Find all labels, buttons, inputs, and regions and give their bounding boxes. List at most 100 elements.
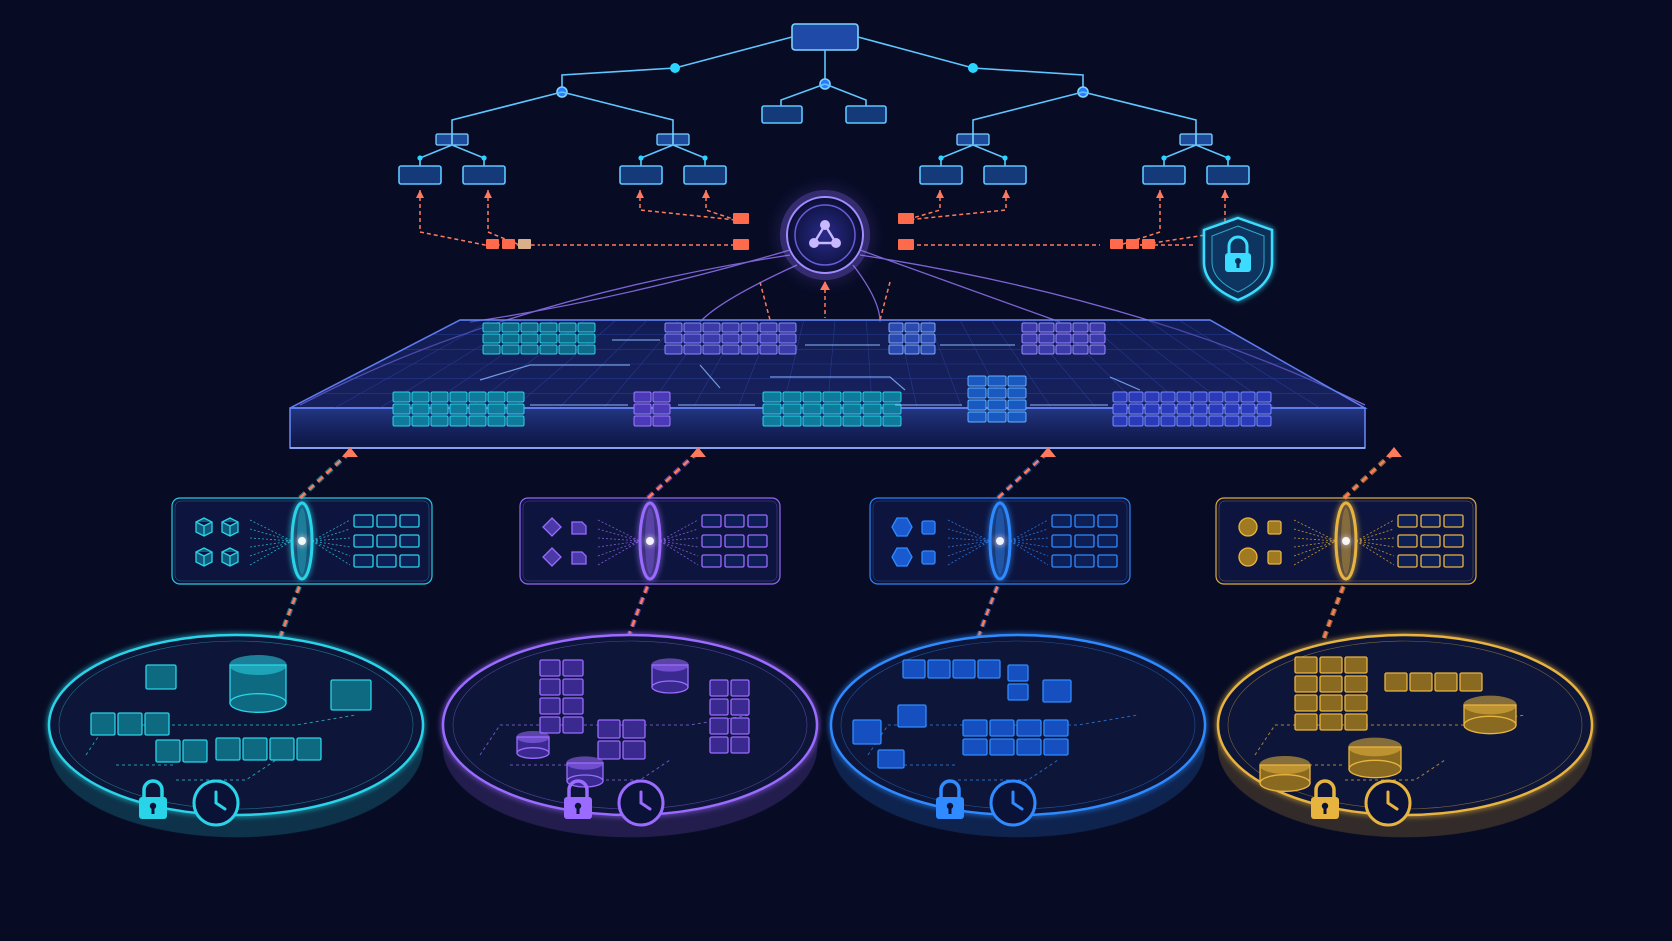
- tree-leaf[interactable]: [619, 165, 663, 185]
- data-block: [802, 391, 822, 403]
- data-block: [539, 333, 558, 344]
- data-block: [740, 344, 759, 355]
- source-blue[interactable]: [829, 633, 1207, 838]
- source-teal[interactable]: [47, 633, 425, 838]
- grid-icon: [1051, 514, 1118, 568]
- grid-cell: [1443, 514, 1464, 528]
- data-block: [904, 322, 920, 333]
- tree-leaf[interactable]: [398, 165, 442, 185]
- tree-leaf[interactable]: [761, 105, 803, 124]
- block: [709, 717, 729, 735]
- stream-line: [1355, 540, 1395, 557]
- block: [1007, 664, 1029, 682]
- stream-line: [249, 537, 293, 542]
- tree-leaf[interactable]: [683, 165, 727, 185]
- data-block: [1144, 403, 1160, 415]
- data-block: [1160, 415, 1176, 427]
- stream-line: [1355, 540, 1395, 566]
- data-cluster[interactable]: [1112, 391, 1272, 427]
- lens-spark: [646, 537, 654, 545]
- data-block: [487, 403, 506, 415]
- block: [1409, 672, 1433, 692]
- data-block: [482, 333, 501, 344]
- data-block: [392, 403, 411, 415]
- ingest-link: [1343, 451, 1395, 499]
- data-block: [487, 391, 506, 403]
- grid-cell: [701, 534, 722, 548]
- stream-line: [249, 540, 293, 548]
- block: [1016, 738, 1042, 756]
- data-block: [577, 322, 596, 333]
- data-block: [702, 333, 721, 344]
- data-cluster[interactable]: [888, 322, 936, 355]
- stream-line: [311, 528, 351, 542]
- tree-link: [940, 144, 1006, 166]
- grid-cell: [747, 514, 768, 528]
- lens-ring: [988, 501, 1012, 581]
- hub-node[interactable]: [780, 190, 870, 280]
- grid-cell: [1097, 554, 1118, 568]
- lock-shackle: [1314, 779, 1336, 797]
- table-blocks: [155, 739, 208, 763]
- tree-leaf[interactable]: [983, 165, 1027, 185]
- data-cluster[interactable]: [633, 391, 671, 427]
- clock-icon: [1364, 779, 1412, 827]
- connector-purple[interactable]: [519, 497, 781, 585]
- stream-line: [249, 540, 293, 566]
- data-cluster[interactable]: [1021, 322, 1106, 355]
- tree-junction: [938, 155, 944, 161]
- connector-blue[interactable]: [869, 497, 1131, 585]
- connector-gold[interactable]: [1215, 497, 1477, 585]
- data-block: [1072, 333, 1089, 344]
- source-purple[interactable]: [441, 633, 819, 838]
- tree-leaf[interactable]: [845, 105, 887, 124]
- source-gold[interactable]: [1216, 633, 1594, 838]
- data-block: [1038, 344, 1055, 355]
- block: [962, 738, 988, 756]
- stream-line: [597, 540, 641, 557]
- data-cluster[interactable]: [392, 391, 525, 427]
- block: [1344, 713, 1368, 731]
- tree-leaf[interactable]: [1142, 165, 1186, 185]
- tree-leaf[interactable]: [919, 165, 963, 185]
- tree-leaf[interactable]: [1206, 165, 1250, 185]
- connector-teal[interactable]: [171, 497, 433, 585]
- block: [117, 712, 143, 736]
- tree-leaf[interactable]: [462, 165, 506, 185]
- cyl-top: [1259, 756, 1311, 774]
- internal-links: [1254, 714, 1526, 781]
- data-block: [967, 387, 987, 399]
- stream-line: [1009, 540, 1049, 557]
- block: [539, 678, 561, 696]
- ingest-link: [646, 450, 700, 500]
- grid-cell: [724, 554, 745, 568]
- cyl-top: [229, 655, 287, 675]
- block: [562, 697, 584, 715]
- data-block: [1144, 415, 1160, 427]
- grid-cell: [724, 514, 745, 528]
- block: [539, 697, 561, 715]
- root-node[interactable]: [791, 23, 859, 51]
- grid-cell: [353, 534, 374, 548]
- stream-line: [311, 540, 351, 548]
- data-block: [1208, 415, 1224, 427]
- stream-line: [597, 540, 641, 566]
- clock-hands: [1386, 790, 1399, 811]
- block: [597, 740, 621, 760]
- data-cluster[interactable]: [482, 322, 596, 355]
- data-cluster[interactable]: [967, 375, 1027, 423]
- panel-inner: [522, 500, 778, 582]
- stream-line: [947, 540, 991, 566]
- data-block: [862, 403, 882, 415]
- data-cluster[interactable]: [664, 322, 797, 355]
- grid-cell: [353, 514, 374, 528]
- table-blocks: [330, 679, 372, 711]
- block: [1319, 656, 1343, 674]
- data-cluster[interactable]: [762, 391, 902, 427]
- data-block: [1240, 403, 1256, 415]
- data-block: [1021, 344, 1038, 355]
- data-block: [862, 391, 882, 403]
- cluster-link: [699, 364, 721, 389]
- diamond-icon: [571, 521, 587, 535]
- data-block: [558, 333, 577, 344]
